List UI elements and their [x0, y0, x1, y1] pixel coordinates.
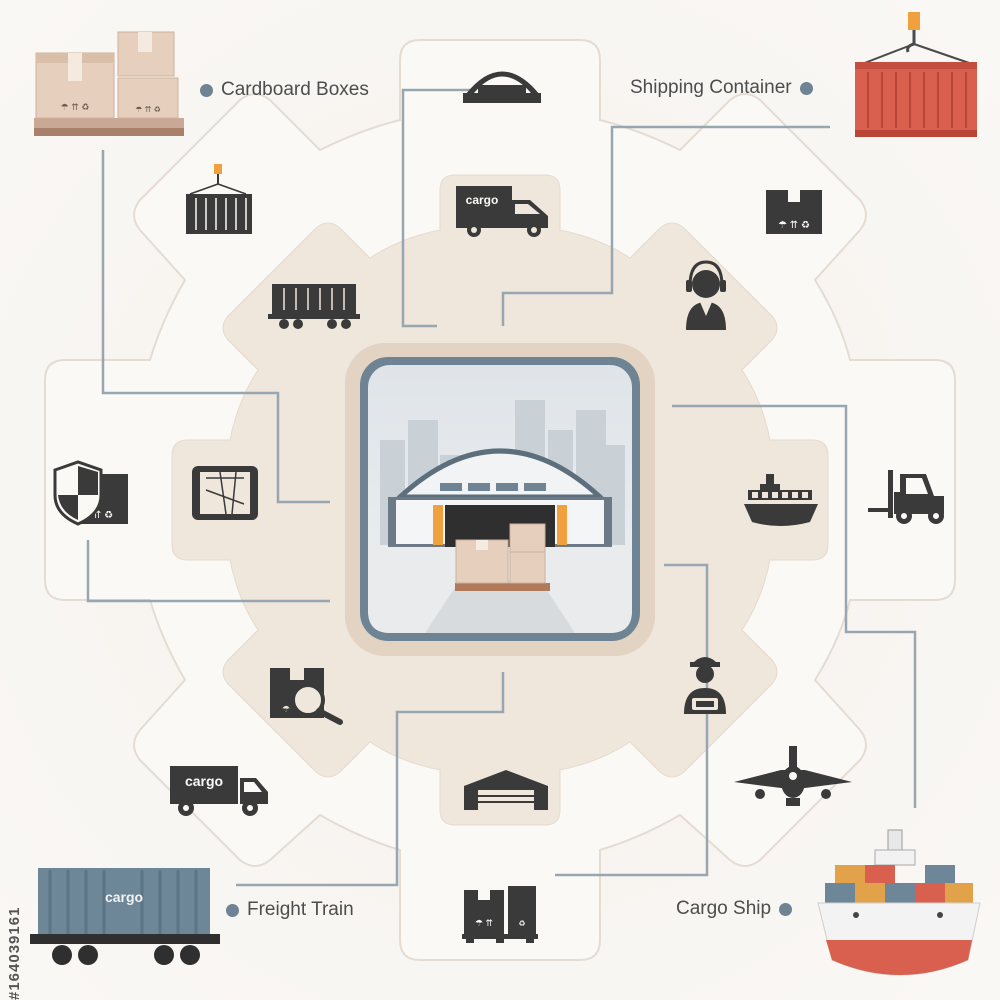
box-icon: ☂ ⇈ ♻	[766, 190, 822, 234]
forklift-icon	[868, 470, 944, 524]
freight-train-illustration: cargo	[30, 868, 220, 965]
bullet-dot	[226, 903, 239, 917]
train-cargo-text: cargo	[105, 889, 143, 905]
svg-text:☂ ⇈ ♻: ☂ ⇈ ♻	[135, 105, 161, 114]
van-cargo-text: cargo	[466, 193, 499, 207]
label-text: Shipping Container	[630, 77, 792, 98]
cargo-ship-icon	[744, 474, 818, 526]
headset-operator-icon	[686, 260, 726, 330]
cardboard-boxes-illustration: ☂ ⇈ ♻ ☂ ⇈ ♻	[34, 31, 184, 136]
svg-text:☂ ⇈ ♻: ☂ ⇈ ♻	[61, 102, 90, 112]
label-text: Freight Train	[247, 899, 354, 920]
svg-text:☂ ⇈: ☂ ⇈	[475, 918, 494, 928]
bullet-dot	[779, 902, 793, 916]
shipping-container-illustration	[855, 12, 977, 137]
cargo-ship-illustration	[817, 829, 981, 976]
svg-text:☂ ⇈ ♻: ☂ ⇈ ♻	[778, 220, 810, 231]
worker-icon	[684, 657, 726, 714]
bullet-dot	[799, 81, 813, 95]
label-cardboard-boxes: Cardboard Boxes	[200, 79, 369, 101]
svg-text:♻: ♻	[518, 919, 525, 928]
hangar-icon	[463, 71, 541, 103]
rail-wagon-icon	[268, 284, 360, 329]
label-shipping-container: Shipping Container	[630, 77, 813, 99]
svg-text:⇈ ♻: ⇈ ♻	[93, 510, 113, 521]
label-text: Cardboard Boxes	[221, 79, 369, 100]
magnifier-box-icon: ☂	[270, 668, 343, 725]
crane-container-icon	[186, 164, 252, 234]
label-cargo-ship: Cargo Ship	[676, 898, 793, 920]
cargo-van-icon: cargo	[456, 186, 548, 237]
stock-id: #164039161	[6, 906, 23, 1000]
shield-box-icon: ⇈ ♻	[53, 460, 128, 526]
bullet-dot	[200, 83, 213, 97]
pallet-boxes-icon: ☂ ⇈ ♻	[462, 886, 538, 943]
label-text: Cargo Ship	[676, 898, 772, 919]
connector-lines	[86, 88, 917, 887]
warehouse-icon	[464, 770, 548, 810]
svg-text:☂: ☂	[282, 704, 290, 714]
gps-tablet-icon	[192, 466, 258, 520]
label-freight-train: Freight Train	[226, 899, 354, 921]
cargo-truck-icon: cargo	[170, 766, 268, 816]
airplane-icon	[734, 746, 852, 806]
truck-cargo-text: cargo	[185, 773, 223, 789]
central-warehouse-panel	[345, 343, 655, 656]
